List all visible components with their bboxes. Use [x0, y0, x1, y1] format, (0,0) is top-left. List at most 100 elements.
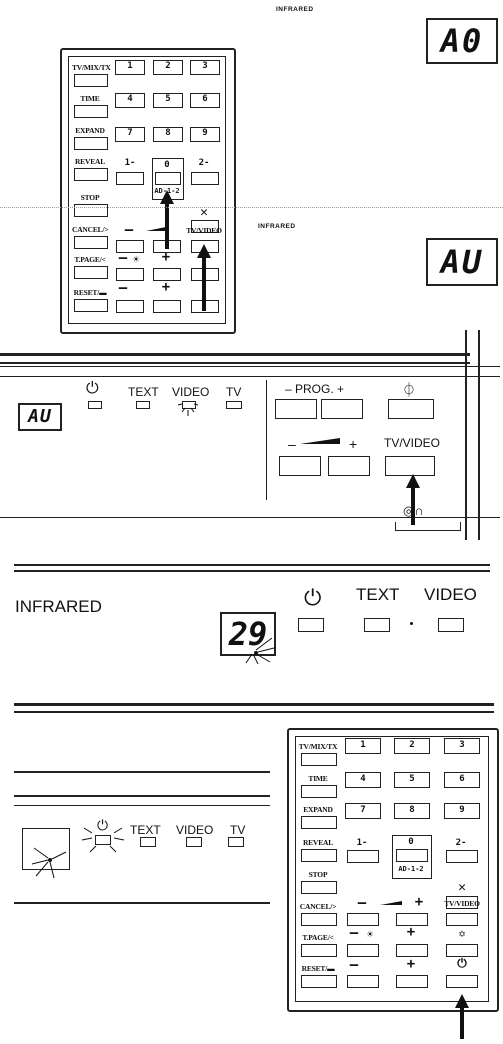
remote1-key-0-inner[interactable] — [155, 172, 181, 185]
remote2-key-mute[interactable] — [446, 896, 478, 909]
remote2-digit-2[interactable]: 2 — [394, 738, 430, 754]
remote2-btn-expand[interactable] — [301, 816, 337, 829]
remote2-key-0-inner[interactable] — [396, 849, 428, 862]
remote1-btn-tvmix[interactable] — [74, 74, 108, 87]
section4-standby-blink-icon — [80, 824, 126, 854]
remote2-btn-tvmix[interactable] — [301, 753, 337, 766]
arrow-up-icon — [455, 994, 469, 1008]
remote1-key-color-minus[interactable] — [116, 300, 144, 313]
remote2-digit-3-label: 3 — [459, 740, 465, 750]
remote1-label-time: TIME — [80, 94, 100, 103]
remote2-key-standby[interactable] — [446, 975, 478, 988]
remote2-label-tvmix: TV/MIX/TX — [298, 742, 338, 751]
remote2-digit-6[interactable]: 6 — [444, 772, 480, 788]
remote2-digit-1[interactable]: 1 — [345, 738, 381, 754]
panel-right-edge — [465, 330, 467, 540]
remote1-key-color-plus[interactable] — [153, 300, 181, 313]
remote2-btn-stop[interactable] — [301, 881, 337, 894]
remote2-key-2minus[interactable] — [446, 850, 478, 863]
infrared-label: INFRARED — [276, 6, 314, 13]
arrow-shaft — [165, 203, 169, 249]
remote1-btn-stop[interactable] — [74, 204, 108, 217]
remote1-digit-5[interactable]: 5 — [153, 93, 183, 108]
remote1-digit-8-label: 8 — [165, 128, 171, 138]
remote1-digit-6[interactable]: 6 — [190, 93, 220, 108]
remote1-btn-expand[interactable] — [74, 137, 108, 150]
remote1-key-2minus[interactable] — [191, 172, 219, 185]
arrow-shaft — [202, 257, 206, 311]
display-au: AU — [426, 238, 498, 286]
remote2-label-tpage: T.PAGE/< — [302, 933, 334, 942]
panel-power-button[interactable] — [388, 399, 434, 419]
panel-display-au: AU — [18, 403, 62, 431]
remote2-digit-9-label: 9 — [459, 805, 465, 815]
remote2-btn-time[interactable] — [301, 785, 337, 798]
remote1-digit-4[interactable]: 4 — [115, 93, 145, 108]
remote1-digit-7[interactable]: 7 — [115, 127, 145, 142]
remote2-key-bright-minus[interactable] — [347, 944, 379, 957]
remote2-digit-3[interactable]: 3 — [444, 738, 480, 754]
remote1-key-mute[interactable] — [191, 220, 219, 233]
remote2-key-tvvideo-label: TV/VIDEO — [444, 899, 480, 908]
remote1-btn-cancel[interactable] — [74, 236, 108, 249]
remote2-digit-5[interactable]: 5 — [394, 772, 430, 788]
remote1-digit-2[interactable]: 2 — [153, 60, 183, 75]
remote1-key-2minus-label: 2- — [198, 158, 210, 168]
remote2-digit-9[interactable]: 9 — [444, 803, 480, 819]
remote2-digit-7[interactable]: 7 — [345, 803, 381, 819]
remote2-digit-6-label: 6 — [459, 774, 465, 784]
remote2-key-color-minus[interactable] — [347, 975, 379, 988]
remote1-digit-7-label: 7 — [127, 128, 133, 138]
section4-standby-led — [95, 835, 111, 845]
remote2-digit-4[interactable]: 4 — [345, 772, 381, 788]
remote1-btn-reset[interactable] — [74, 299, 108, 312]
remote2-label-stop: STOP — [308, 870, 328, 879]
remote1-digit-1[interactable]: 1 — [115, 60, 145, 75]
panel-foot — [395, 522, 461, 531]
remote1-digit-8[interactable]: 8 — [153, 127, 183, 142]
arrow-shaft — [460, 1007, 464, 1039]
remote2-btn-tpage[interactable] — [301, 944, 337, 957]
remote2-key-2minus-label: 2- — [455, 838, 467, 848]
remote2-key-tvvideo[interactable] — [446, 913, 478, 926]
remote2-btn-reset[interactable] — [301, 975, 337, 988]
remote1-digit-3-label: 3 — [202, 61, 208, 71]
remote1-label-stop: STOP — [80, 193, 100, 202]
remote1-btn-reveal[interactable] — [74, 168, 108, 181]
panel-prog-plus-button[interactable] — [321, 399, 363, 419]
panel-body — [0, 366, 500, 518]
section4-tv-led — [228, 837, 244, 847]
remote1-digit-9[interactable]: 9 — [190, 127, 220, 142]
panel-vol-minus-button[interactable] — [279, 456, 321, 476]
panel-vol-plus-button[interactable] — [328, 456, 370, 476]
remote1-digit-3[interactable]: 3 — [190, 60, 220, 75]
section4-line-a — [14, 771, 270, 773]
panel-standby-led — [88, 401, 102, 409]
panel-right-edge-2 — [478, 330, 480, 540]
remote2-key-vol-plus[interactable] — [396, 913, 428, 926]
remote1-btn-time[interactable] — [74, 105, 108, 118]
remote2-label-time: TIME — [308, 774, 328, 783]
panel-tvvideo-button[interactable] — [385, 456, 435, 476]
panel2-video-label: VIDEO — [424, 585, 477, 604]
panel2-text-label: TEXT — [356, 585, 400, 604]
remote2-key-vol-minus[interactable] — [347, 913, 379, 926]
section4-line-d — [14, 902, 270, 904]
remote1-label-expand: EXPAND — [75, 126, 105, 135]
remote1-key-vol-minus[interactable] — [116, 240, 144, 253]
remote2-color-minus-label: – — [349, 957, 359, 973]
remote1-key-1minus[interactable] — [116, 172, 144, 185]
remote2-btn-cancel[interactable] — [301, 913, 337, 926]
remote2-digit-8[interactable]: 8 — [394, 803, 430, 819]
remote1-key-bright-plus[interactable] — [153, 268, 181, 281]
remote2-key-bright-plus[interactable] — [396, 944, 428, 957]
remote2-key-1minus[interactable] — [347, 850, 379, 863]
remote1-btn-tpage[interactable] — [74, 266, 108, 279]
remote2-bright-plus-label: + — [406, 924, 416, 940]
remote2-btn-reveal[interactable] — [301, 849, 337, 862]
panel-prog-minus-button[interactable] — [275, 399, 317, 419]
remote2-key-tint[interactable] — [446, 944, 478, 957]
remote2-vol-minus-label: – — [357, 895, 367, 911]
remote2-key-color-plus[interactable] — [396, 975, 428, 988]
remote1-key-bright-minus[interactable] — [116, 268, 144, 281]
